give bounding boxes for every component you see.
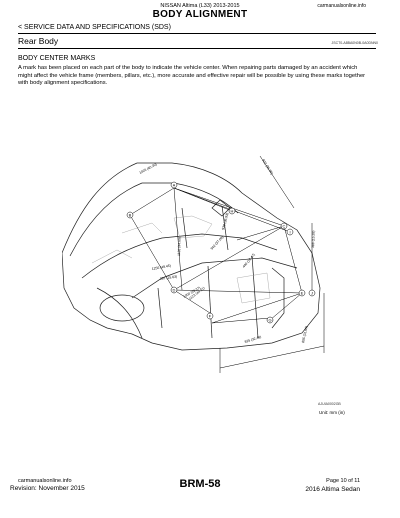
unit-note: Unit: mm (in) (319, 410, 345, 415)
breadcrumb[interactable]: < SERVICE DATA AND SPECIFICATIONS (SDS) (18, 24, 171, 31)
body-alignment-figure: 1026 (40.39) 922 (36.30) 938 (36.93) 113… (62, 155, 325, 373)
page-count: Page 10 of 11 (326, 478, 360, 484)
svg-text:E: E (301, 291, 304, 296)
dim-label: 922 (36.30) (261, 158, 274, 175)
footer-model: 2016 Altima Sedan (305, 486, 360, 493)
svg-text:H: H (231, 209, 234, 214)
dim-label: 942 (37.09) (210, 235, 225, 251)
point-marker: D (170, 286, 178, 294)
point-marker: J (308, 289, 316, 297)
svg-text:D: D (173, 288, 176, 293)
dim-label: 397 (15.63) (160, 275, 178, 281)
point-marker: F (206, 312, 214, 320)
section-doc-id: JSCT0-A8BA0N0B-0A0DNN0 (331, 41, 379, 45)
svg-text:G: G (268, 318, 271, 323)
dim-label: 825 (32.48) (244, 335, 262, 344)
dim-label: 938 (36.93) (221, 212, 229, 230)
dim-label: 440 (18.47) (242, 253, 256, 269)
section-title: Rear Body (18, 36, 59, 46)
svg-text:C: C (283, 224, 286, 229)
svg-text:F: F (209, 314, 212, 319)
dim-label: 1135 (44.69) (177, 237, 182, 256)
svg-text:I: I (289, 230, 290, 235)
description-paragraph: A mark has been placed on each part of t… (18, 65, 366, 87)
page-number: BRM-58 (179, 478, 221, 490)
point-marker: G (266, 316, 274, 324)
figure-id: AJUIA0002GB (318, 402, 341, 406)
dim-label: 1256 (49.45) (151, 264, 171, 271)
dim-label: 805 (31.69) (301, 325, 309, 343)
footer-revision: Revision: November 2015 (10, 485, 85, 492)
header-rule (18, 33, 376, 34)
subheading: BODY CENTER MARKS (18, 55, 96, 62)
point-marker: I (286, 228, 294, 236)
svg-text:B: B (129, 213, 132, 218)
model-line: NISSAN Altima (L33) 2013-2015 (160, 3, 240, 9)
point-marker: E (298, 289, 306, 297)
footer-site[interactable]: carmanualsonline.info (18, 478, 72, 484)
svg-text:J: J (311, 291, 313, 296)
point-marker: B (126, 211, 134, 219)
header-site[interactable]: carmanualsonline.info (317, 3, 366, 9)
point-marker: A (170, 181, 178, 189)
dim-label: 1026 (40.39) (139, 162, 158, 175)
svg-text:A: A (173, 183, 176, 188)
dim-label: 388 (15.28) (311, 231, 316, 248)
section-rule (18, 48, 376, 49)
page-title: BODY ALIGNMENT (152, 9, 248, 20)
point-marker: H (228, 207, 236, 215)
point-marker: C (280, 222, 288, 230)
